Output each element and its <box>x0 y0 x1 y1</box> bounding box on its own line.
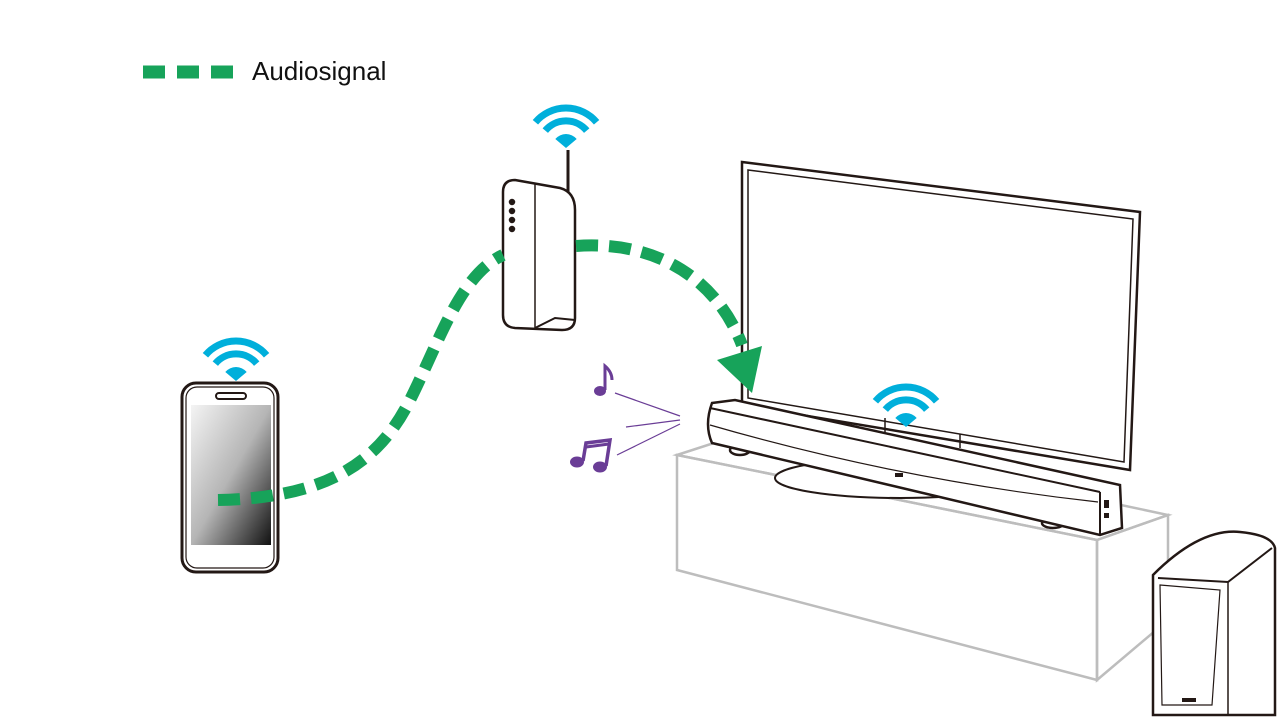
soundbar <box>706 398 1124 537</box>
audio-signal-path <box>575 239 748 348</box>
wifi-icon <box>535 108 596 148</box>
legend-label: Audiosignal <box>252 56 387 86</box>
wifi-icon <box>205 341 266 381</box>
sound-lines <box>614 392 681 456</box>
smartphone <box>180 381 280 574</box>
music-note-icon <box>570 362 614 473</box>
subwoofer <box>1151 530 1277 717</box>
audio-signal-path <box>217 249 506 506</box>
wireless-router <box>501 150 577 332</box>
signal-arrowhead <box>717 346 762 393</box>
